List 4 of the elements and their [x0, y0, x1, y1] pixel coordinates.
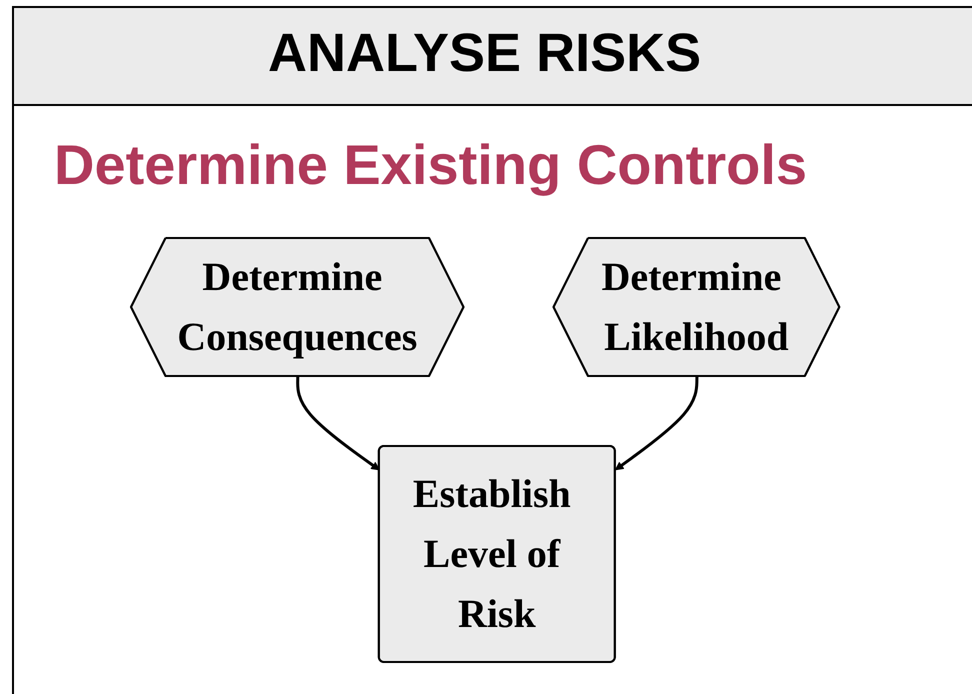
arrow: [296, 376, 380, 470]
heading: Determine Existing Controls: [54, 132, 808, 197]
arrow: [614, 376, 698, 470]
title: ANALYSE RISKS: [268, 22, 702, 84]
